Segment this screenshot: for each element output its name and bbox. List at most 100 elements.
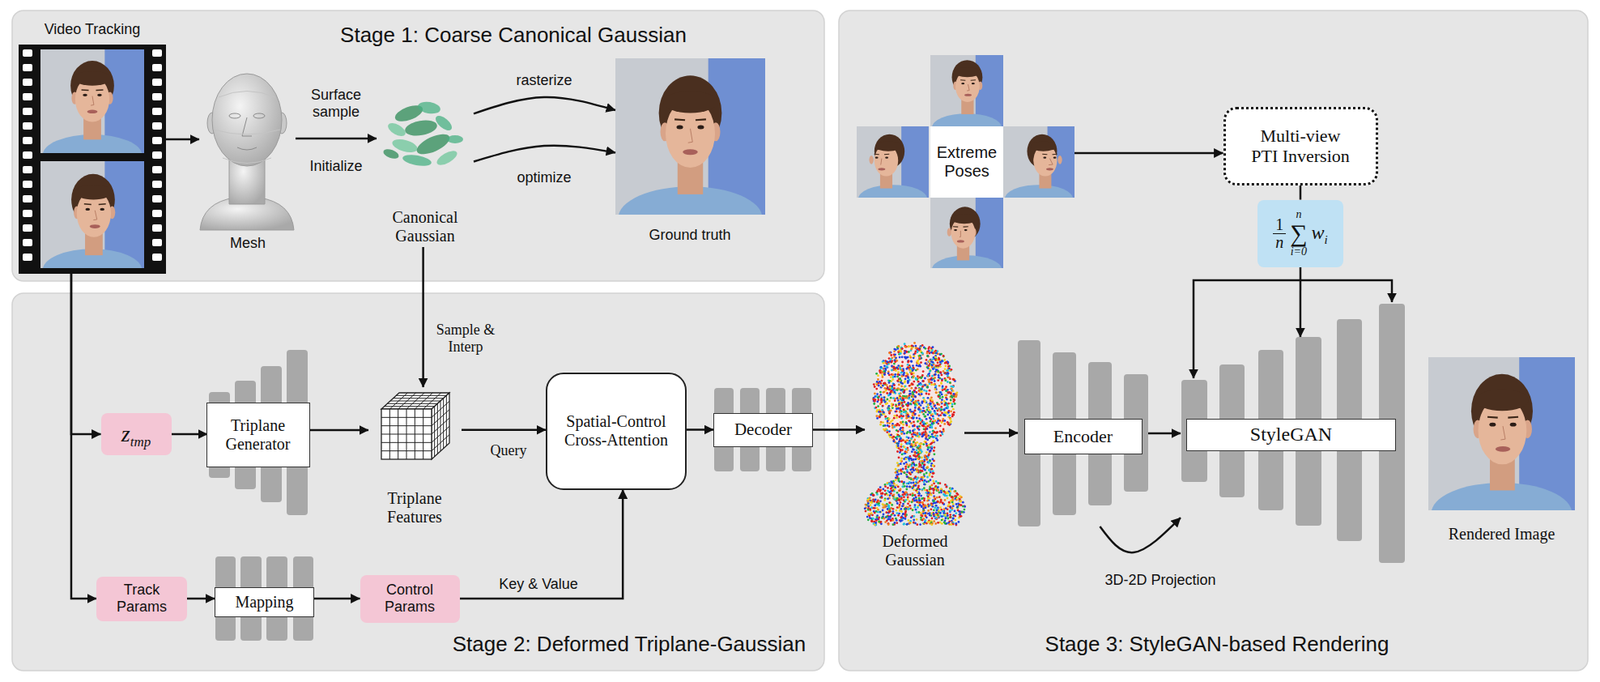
photo-wall bbox=[40, 49, 145, 154]
panel-background bbox=[12, 293, 825, 671]
gaussian-point bbox=[879, 393, 882, 396]
gaussian-point bbox=[953, 489, 956, 493]
gaussian-point bbox=[893, 375, 897, 379]
gaussian-point bbox=[919, 418, 923, 422]
gaussian-point bbox=[935, 480, 938, 483]
gaussian-point bbox=[897, 373, 900, 376]
gaussian-point bbox=[891, 378, 894, 381]
gaussian-point bbox=[929, 435, 932, 439]
gaussian-point bbox=[906, 485, 909, 488]
gaussian-point bbox=[902, 408, 906, 411]
gaussian-point bbox=[901, 364, 904, 367]
gaussian-point bbox=[905, 473, 908, 477]
gaussian-point bbox=[936, 403, 940, 406]
gaussian-point bbox=[952, 504, 955, 507]
gaussian-point bbox=[907, 456, 911, 460]
triplane-grid bbox=[381, 392, 450, 460]
gaussian-point bbox=[920, 505, 924, 508]
gaussian-point bbox=[948, 493, 952, 497]
gaussian-point bbox=[868, 496, 872, 499]
gaussian-point bbox=[888, 421, 891, 425]
gaussian-point bbox=[888, 429, 891, 433]
gaussian-point bbox=[910, 360, 913, 363]
gaussian-point bbox=[915, 523, 919, 526]
mouth bbox=[964, 93, 972, 97]
gaussian-point bbox=[915, 470, 919, 473]
gaussian-point bbox=[948, 501, 951, 504]
gaussian-point bbox=[919, 460, 922, 464]
gaussian-point bbox=[894, 478, 898, 481]
mouth bbox=[877, 167, 886, 171]
gaussian-point bbox=[890, 369, 894, 372]
gaussian-point bbox=[881, 404, 885, 408]
gaussian-point bbox=[917, 485, 920, 488]
eye bbox=[82, 93, 88, 97]
gaussian-point bbox=[925, 390, 928, 393]
gaussian-point bbox=[930, 507, 933, 511]
gaussian-blob bbox=[434, 148, 460, 168]
gaussian-point bbox=[933, 404, 937, 407]
gaussian-point bbox=[952, 398, 955, 401]
film-hole bbox=[152, 165, 162, 174]
gaussian-point bbox=[907, 519, 911, 522]
mesh-mouth bbox=[237, 147, 257, 150]
gaussian-point bbox=[936, 378, 940, 382]
gaussian-point bbox=[936, 509, 940, 512]
gaussian-point bbox=[872, 398, 875, 401]
gaussian-point bbox=[897, 514, 900, 517]
eyebrow bbox=[953, 225, 958, 228]
gaussian-point bbox=[905, 421, 908, 425]
gaussian-point bbox=[927, 520, 930, 524]
gaussian-point bbox=[938, 491, 941, 494]
gaussian-point bbox=[933, 404, 937, 408]
gaussian-point bbox=[884, 493, 887, 496]
gaussian-point bbox=[906, 380, 910, 383]
face-photo bbox=[856, 126, 929, 198]
gaussian-point bbox=[925, 472, 928, 475]
gaussian-point bbox=[923, 519, 927, 522]
gaussian-point bbox=[907, 419, 911, 422]
gaussian-point bbox=[932, 382, 936, 386]
gaussian-point bbox=[889, 433, 893, 436]
gaussian-point bbox=[942, 489, 945, 493]
eyebrow bbox=[960, 79, 966, 81]
gaussian-point bbox=[931, 517, 934, 520]
gaussian-point bbox=[888, 412, 891, 415]
film-hole bbox=[152, 49, 162, 57]
gaussian-point bbox=[939, 391, 942, 394]
gaussian-point bbox=[914, 431, 917, 435]
gaussian-point bbox=[912, 519, 915, 522]
gaussian-point bbox=[897, 472, 900, 476]
gaussian-point bbox=[906, 502, 910, 505]
gaussian-point bbox=[900, 457, 903, 460]
gaussian-point bbox=[939, 362, 942, 366]
gaussian-point bbox=[896, 450, 899, 453]
gaussian-point bbox=[915, 364, 919, 367]
gaussian-point bbox=[873, 392, 877, 396]
gaussian-point bbox=[963, 508, 966, 511]
nose bbox=[880, 158, 882, 166]
gaussian-point bbox=[948, 367, 951, 371]
mouth bbox=[957, 239, 965, 243]
gaussian-point bbox=[872, 493, 875, 497]
gaussian-point bbox=[880, 492, 883, 495]
film-hole bbox=[152, 122, 162, 130]
gaussian-point bbox=[911, 382, 915, 386]
mesh-nose bbox=[242, 117, 252, 137]
gaussian-point bbox=[882, 361, 886, 365]
gaussian-point bbox=[893, 417, 896, 420]
gaussian-point bbox=[933, 496, 937, 499]
gaussian-point bbox=[910, 344, 914, 348]
gaussian-point bbox=[919, 469, 922, 473]
panel-background bbox=[12, 10, 825, 281]
gaussian-point bbox=[919, 391, 923, 394]
gaussian-point bbox=[941, 518, 945, 521]
film-hole bbox=[22, 165, 33, 174]
shirt bbox=[1004, 184, 1073, 198]
gaussian-point bbox=[875, 372, 878, 375]
gaussian-point bbox=[940, 405, 943, 409]
gaussian-point bbox=[900, 385, 903, 388]
film-hole bbox=[22, 195, 33, 203]
face-photo bbox=[1428, 357, 1575, 511]
gaussian-point bbox=[931, 407, 934, 410]
